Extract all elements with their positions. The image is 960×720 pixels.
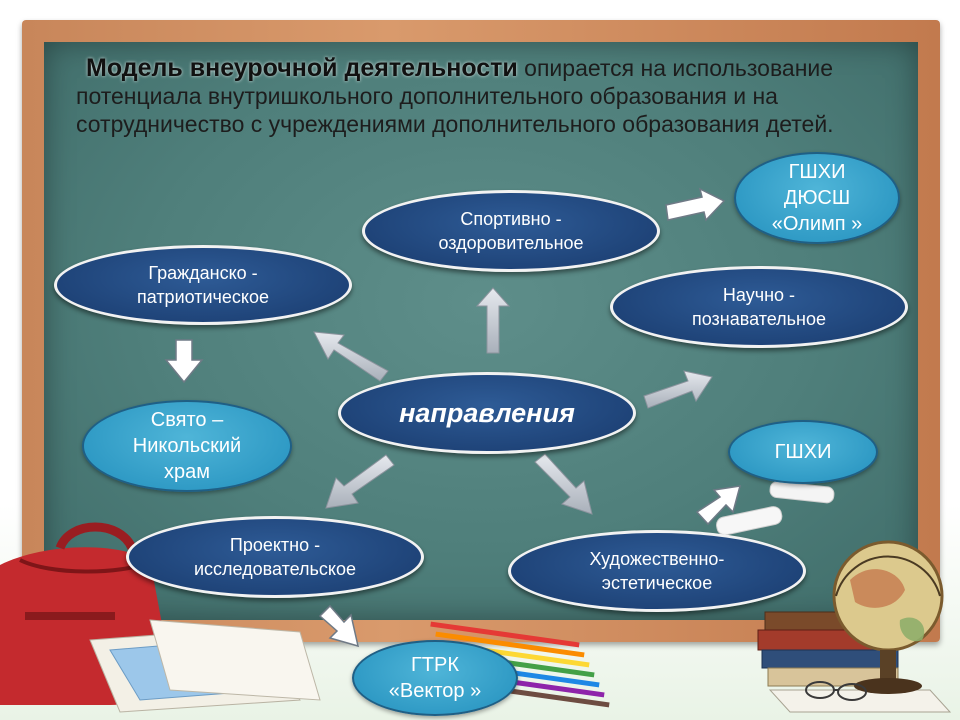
- arrow-to-olimp: [665, 187, 726, 222]
- arrow-to-art: [534, 453, 593, 515]
- arrow-to-church: [164, 339, 204, 384]
- partner-olimp: ГШХИ ДЮСШ «Олимп »: [734, 152, 900, 244]
- globe-illustration: [832, 540, 944, 694]
- arrow-to-sport: [475, 287, 511, 354]
- chalk-piece: [769, 481, 835, 504]
- direction-science: Научно - познавательное: [610, 266, 908, 348]
- direction-art-label: Художественно-эстетическое: [589, 549, 725, 593]
- arrow-to-vector: [318, 604, 360, 648]
- direction-sport-label: Спортивно - оздоровительное: [438, 209, 584, 253]
- partner-olimp-label: ГШХИ ДЮСШ «Олимп »: [771, 161, 863, 235]
- direction-research-label: Проектно - исследовательское: [193, 535, 357, 579]
- arrow-to-civic: [313, 331, 389, 382]
- intro-text: Модель внеурочной деятельности опирается…: [76, 54, 876, 138]
- partner-church-label: Свято – Никольский храм: [132, 409, 242, 483]
- notebooks-illustration: [89, 619, 321, 713]
- direction-sport: Спортивно - оздоровительное: [362, 190, 660, 272]
- partner-church: Свято – Никольский храм: [82, 400, 292, 492]
- center-node: направления: [338, 372, 636, 454]
- direction-science-label: Научно - познавательное: [691, 285, 827, 329]
- arrow-to-gshkhi: [695, 485, 742, 526]
- direction-research: Проектно - исследовательское: [126, 516, 424, 598]
- partner-gshkhi: ГШХИ: [728, 420, 878, 484]
- intro-rest: опирается на использование потенциала вн…: [76, 55, 834, 137]
- intro-lead: Модель внеурочной деятельности: [86, 54, 518, 82]
- glasses-illustration: [805, 681, 867, 701]
- direction-civic-label: Гражданско - патриотическое: [136, 263, 270, 307]
- partner-vector-label: ГТРК «Вектор »: [388, 654, 482, 702]
- arrow-to-science: [643, 370, 713, 409]
- center-node-label: направления: [399, 398, 575, 428]
- partner-vector: ГТРК «Вектор »: [352, 640, 518, 716]
- arrow-to-research: [325, 454, 395, 509]
- partner-gshkhi-label: ГШХИ: [774, 441, 832, 463]
- direction-art: Художественно-эстетическое: [508, 530, 806, 612]
- direction-civic: Гражданско - патриотическое: [54, 245, 352, 325]
- chalk-piece: [716, 506, 783, 536]
